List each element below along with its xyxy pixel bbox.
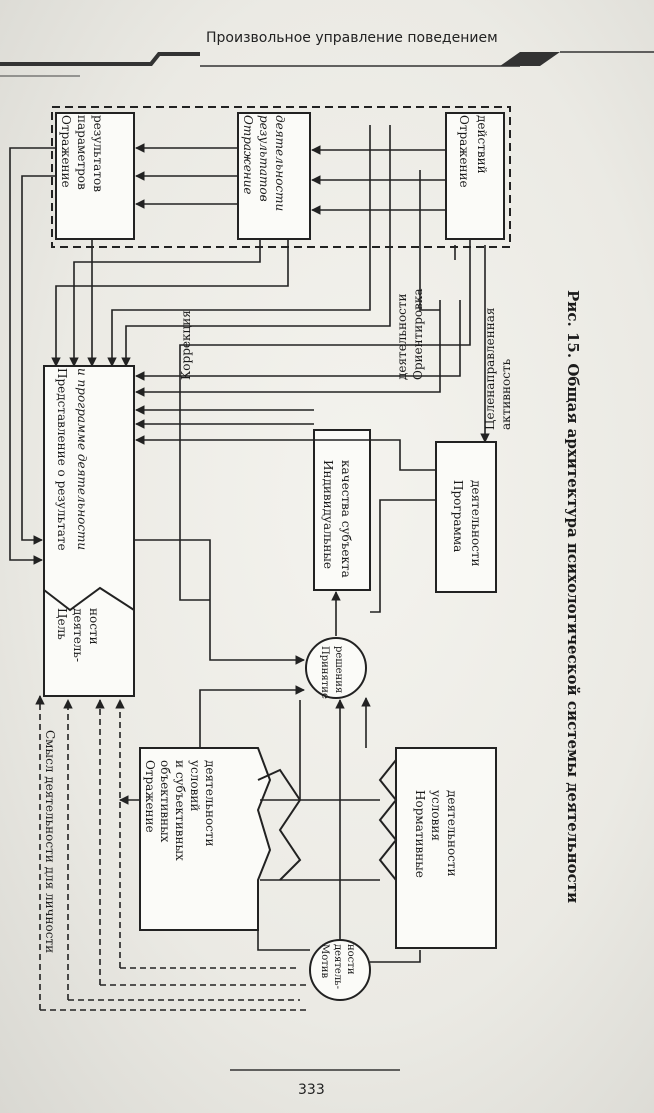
caption-label: Рис. 15. xyxy=(564,290,582,359)
page-number: 333 xyxy=(298,1082,325,1098)
node-indiv-line-1: качества субъекта xyxy=(339,460,353,578)
node-cond-line-3: условий xyxy=(188,760,202,811)
node-norm-line-0: Нормативные xyxy=(413,790,427,878)
node-predst-line-1: и программе деятельности xyxy=(75,368,89,550)
label-activity-1: активность xyxy=(499,358,513,430)
node-goal-line-0: Цель xyxy=(55,608,69,640)
node-motive-line-0: Мотив xyxy=(319,944,330,978)
node-indiv-box xyxy=(313,429,371,591)
node-resdeyat-line-2: деятельности xyxy=(273,115,287,211)
node-cond-line-4: деятельности xyxy=(203,760,217,847)
norm-zigzag xyxy=(378,759,398,881)
node-resdeyat-line-0: Отражение xyxy=(241,115,255,195)
node-cond-line-2: и субъективных xyxy=(173,760,187,861)
node-cond-box xyxy=(139,747,272,931)
node-norm-box xyxy=(395,747,497,949)
figure-caption: Рис. 15. Общая архитектура психологическ… xyxy=(558,290,582,903)
node-motive-line-1: деятель- xyxy=(332,944,343,989)
node-motive-line-2: ности xyxy=(345,944,356,975)
node-indiv-line-0: Индивидуальные xyxy=(321,460,335,569)
node-param-line-1: параметров xyxy=(75,115,89,190)
node-predst-line-0: Представление о результате xyxy=(55,368,69,551)
label-orient-0: Ориентировка xyxy=(411,288,425,380)
node-actions-box xyxy=(445,112,505,240)
node-predst-box xyxy=(43,365,135,697)
node-actions-line-1: действий xyxy=(475,115,489,174)
node-prog-line-0: Программа xyxy=(451,480,465,552)
node-resdeyat-line-1: результатов xyxy=(257,115,271,202)
node-param-line-0: Отражение xyxy=(59,115,73,188)
node-norm-line-1: условия xyxy=(429,790,443,841)
node-goal-line-1: деятель- xyxy=(71,608,85,662)
cond-zigzag xyxy=(257,768,302,881)
goal-zigzag xyxy=(43,586,135,612)
node-decision-line-0: Принятие xyxy=(319,646,330,699)
node-cond-line-0: Отражение xyxy=(143,760,157,833)
node-prog-box xyxy=(435,441,497,593)
meaning-dashed-lines xyxy=(35,695,310,1011)
header-title: Произвольное управление поведением xyxy=(206,30,498,46)
node-norm-line-2: деятельности xyxy=(445,790,459,877)
node-smysl-line-0: Смысл деятельности для личности xyxy=(43,730,57,953)
node-goal-line-2: ности xyxy=(87,608,101,645)
header-rule xyxy=(0,51,654,77)
node-decision-circle xyxy=(305,637,367,699)
node-prog-line-1: деятельности xyxy=(469,480,483,567)
node-actions-line-0: Отражение xyxy=(457,115,471,188)
connection-lines xyxy=(9,125,490,963)
caption-text: Общая архитектура психологической систем… xyxy=(564,363,582,904)
node-decision-line-1: решения xyxy=(333,646,344,693)
reflection-group-frame xyxy=(51,106,511,248)
label-correction: Коррекция xyxy=(179,310,193,380)
node-param-box xyxy=(55,112,135,240)
node-param-line-2: результатов xyxy=(91,115,105,192)
node-cond-line-1: объективных xyxy=(158,760,172,843)
label-orient-1: деятельности xyxy=(395,293,409,380)
label-activity-0: Целенаправленная xyxy=(483,308,497,430)
